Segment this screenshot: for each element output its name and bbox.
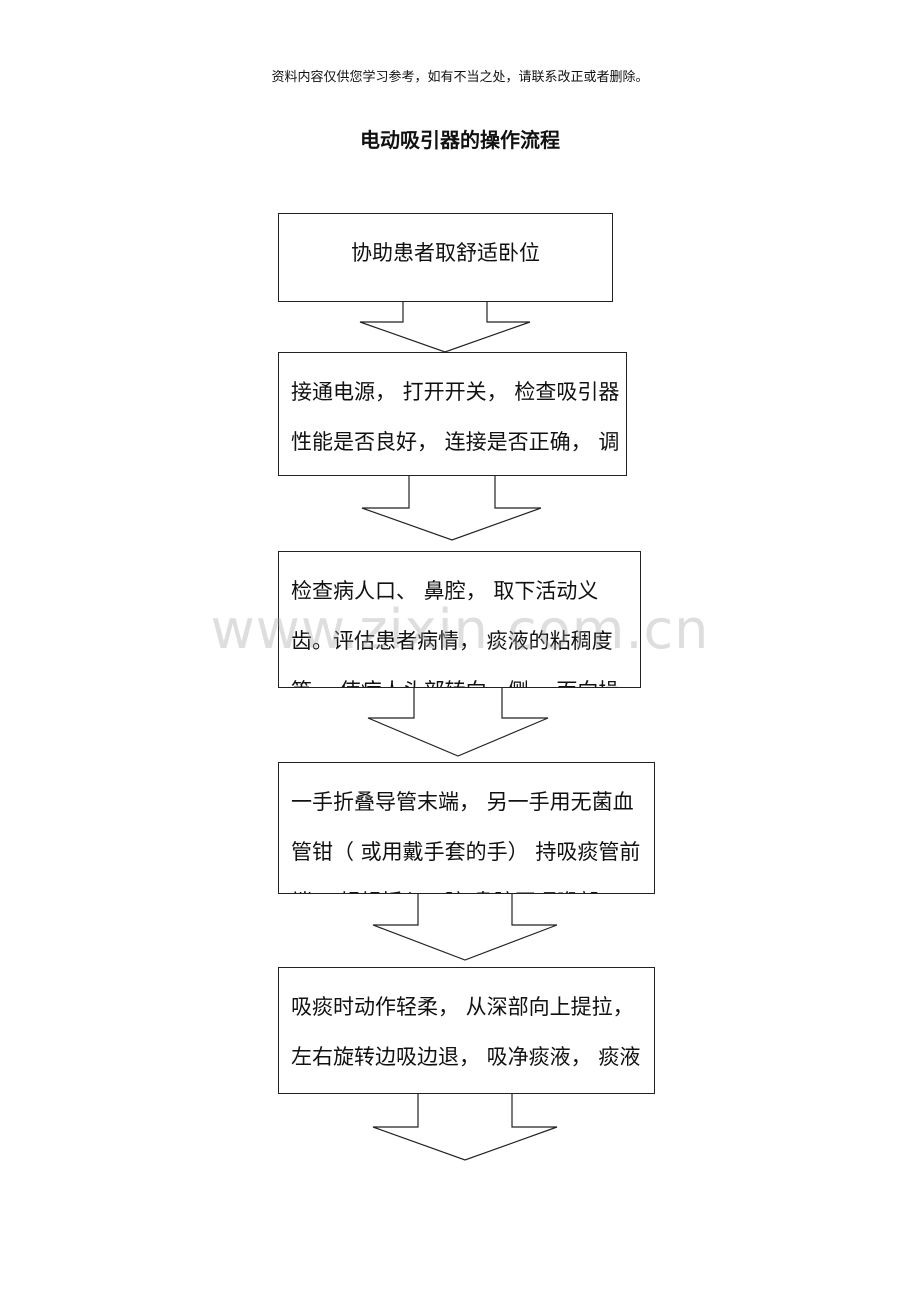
step-text: 接通电源， 打开开关， 检查吸引器性能是否良好， 连接是否正确， 调节负压（ 一… xyxy=(291,380,620,454)
header-note: 资料内容仅供您学习参考，如有不当之处，请联系改正或者删除。 xyxy=(271,70,649,85)
flow-step-1: 协助患者取舒适卧位 xyxy=(278,213,613,302)
step-text: 吸痰时动作轻柔， 从深部向上提拉， 左右旋转边吸边退， 吸净痰液， 痰液粘稠时可… xyxy=(291,995,641,1069)
watermark: www.zixin.com.cn xyxy=(210,598,710,661)
arrow-2 xyxy=(361,474,542,541)
arrow-4 xyxy=(372,892,558,961)
page-title: 电动吸引器的操作流程 xyxy=(360,128,560,152)
step-text: 检查病人口、 鼻腔， 取下活动义齿。评估患者病情， 痰液的粘稠度等， 使病人头部… xyxy=(291,579,619,687)
flow-step-4: 一手折叠导管末端， 另一手用无菌血管钳（ 或用戴手套的手） 持吸痰管前端， 轻轻… xyxy=(278,762,655,894)
flow-step-2: 接通电源， 打开开关， 检查吸引器性能是否良好， 连接是否正确， 调节负压（ 一… xyxy=(278,352,627,476)
flow-step-5: 吸痰时动作轻柔， 从深部向上提拉， 左右旋转边吸边退， 吸净痰液， 痰液粘稠时可… xyxy=(278,967,655,1094)
arrow-5 xyxy=(372,1092,558,1161)
arrow-1 xyxy=(359,299,531,353)
arrow-3 xyxy=(367,686,549,757)
flow-step-3: 检查病人口、 鼻腔， 取下活动义齿。评估患者病情， 痰液的粘稠度等， 使病人头部… xyxy=(278,551,641,688)
step-text: 一手折叠导管末端， 另一手用无菌血管钳（ 或用戴手套的手） 持吸痰管前端， 轻轻… xyxy=(291,790,641,893)
step-text: 协助患者取舒适卧位 xyxy=(351,241,540,265)
